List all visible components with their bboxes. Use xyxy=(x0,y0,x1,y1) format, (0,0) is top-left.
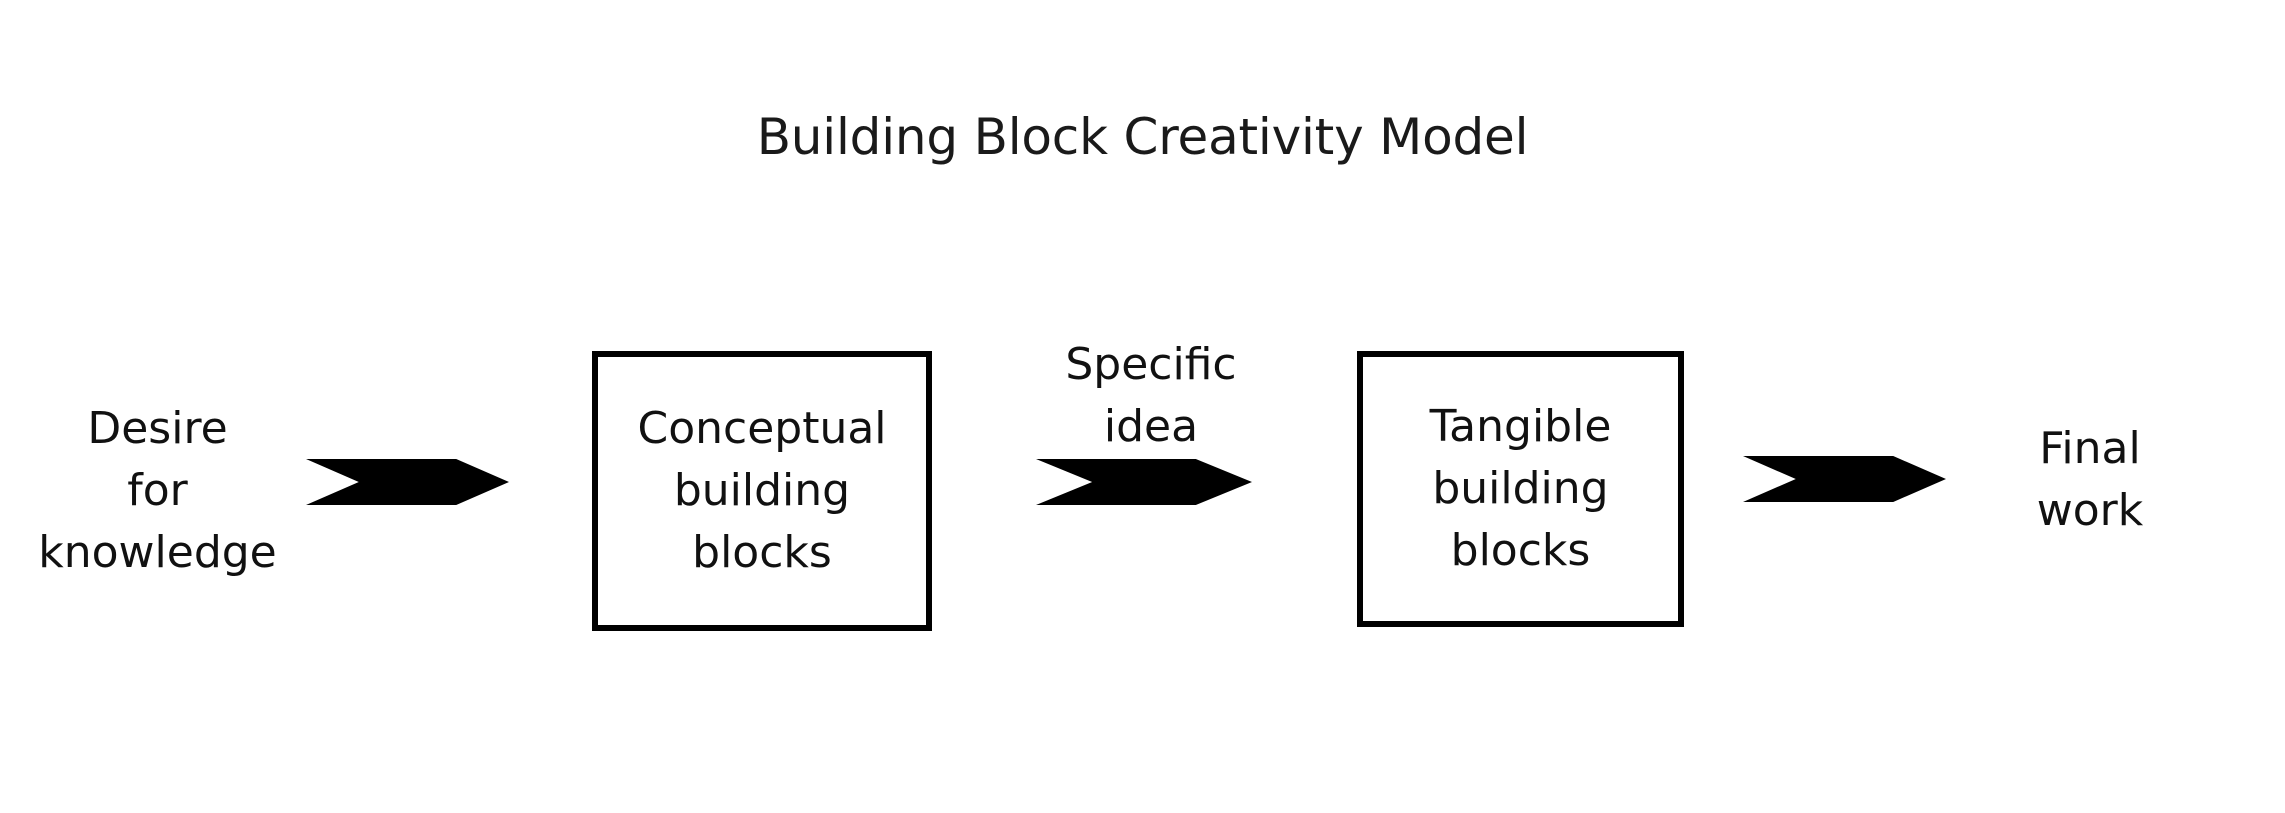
chevron-arrow-right-icon-3 xyxy=(1743,456,1946,502)
flow-label-specific-idea: Specific idea xyxy=(1020,334,1282,458)
box-line-1: Conceptual xyxy=(637,403,887,454)
box-line-2: building xyxy=(673,465,851,516)
label-line-1: Desire xyxy=(87,403,228,454)
flow-label-desire-for-knowledge: Desire for knowledge xyxy=(0,398,315,584)
chevron-arrow-right-icon-2 xyxy=(1036,459,1252,505)
box-line-3: blocks xyxy=(1450,525,1591,576)
label-line-3: knowledge xyxy=(38,527,277,578)
process-box-conceptual-building-blocks: Conceptual building blocks xyxy=(592,351,932,631)
box-line-2: building xyxy=(1432,463,1609,514)
label-line-1: Specific xyxy=(1065,339,1237,390)
label-line-1: Final xyxy=(2039,423,2141,474)
label-line-2: idea xyxy=(1103,401,1199,452)
page-title: Building Block Creativity Model xyxy=(756,108,1529,166)
label-line-2: for xyxy=(127,465,188,516)
label-line-2: work xyxy=(2036,485,2144,536)
box-line-3: blocks xyxy=(692,527,832,578)
process-box-text: Tangible building blocks xyxy=(1430,396,1612,582)
process-box-text: Conceptual building blocks xyxy=(637,398,886,584)
box-line-1: Tangible xyxy=(1429,401,1612,452)
process-box-tangible-building-blocks: Tangible building blocks xyxy=(1357,351,1684,627)
flow-label-final-work: Final work xyxy=(1965,418,2215,542)
chevron-arrow-right-icon-1 xyxy=(306,459,509,505)
